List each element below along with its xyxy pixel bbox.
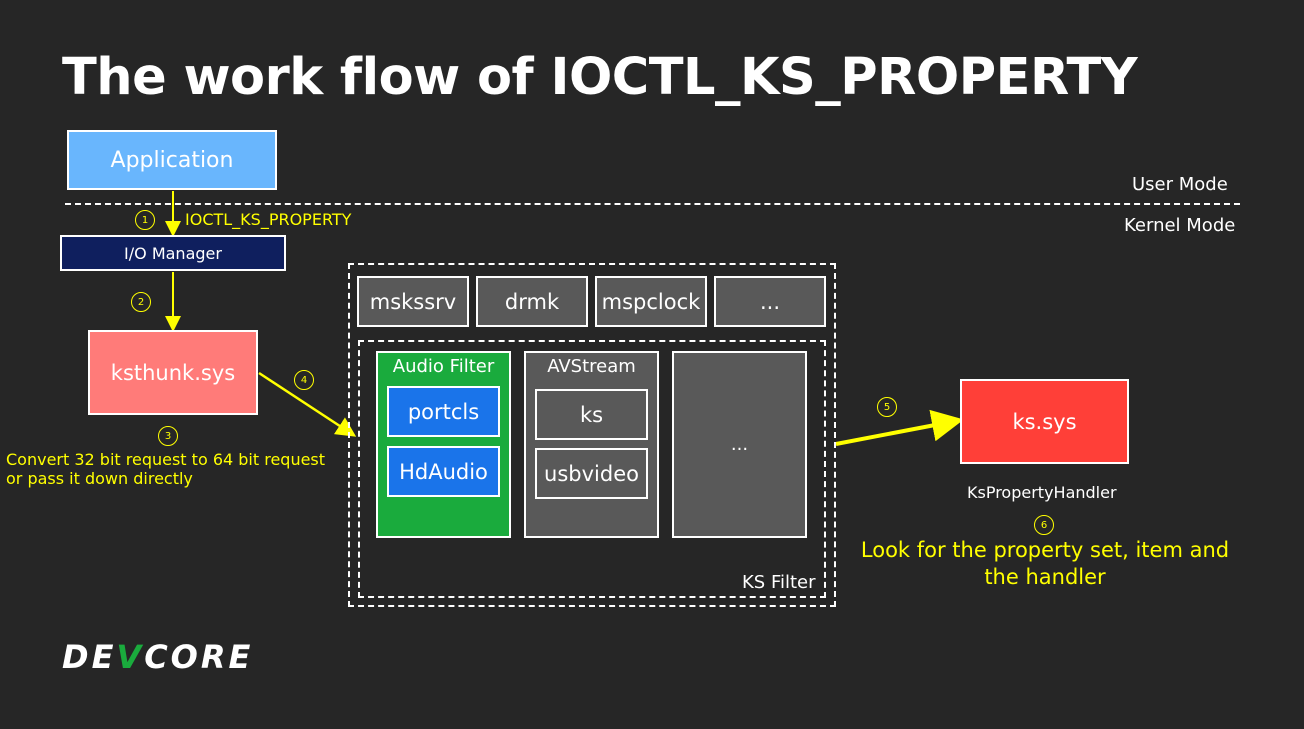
step-3-line-1: Convert 32 bit request to 64 bit request [6, 450, 326, 469]
slide-title: The work flow of IOCTL_KS_PROPERTY [62, 48, 1138, 107]
step-3-line-2: or pass it down directly [6, 469, 193, 488]
driver-group [348, 263, 836, 607]
ks-property-handler-label: KsPropertyHandler [967, 483, 1117, 502]
step-4-badge: 4 [294, 370, 314, 390]
avstream-box: AVStream ks usbvideo [524, 351, 659, 538]
ksthunk-box: ksthunk.sys [88, 330, 258, 415]
minidriver-label: drmk [504, 289, 560, 314]
minidriver-more: ... [714, 276, 826, 327]
kernel-mode-label: Kernel Mode [1124, 215, 1236, 236]
portcls-box: portcls [387, 386, 500, 437]
usbvideo-label: usbvideo [544, 461, 639, 486]
ksthunk-label: ksthunk.sys [110, 360, 236, 385]
logo-part: DE [62, 638, 117, 676]
ks-label: ks [579, 402, 604, 427]
step-6-line-2: the handler [984, 565, 1106, 589]
application-box: Application [67, 130, 277, 190]
audio-filter-box: Audio Filter portcls HdAudio [376, 351, 511, 538]
ks-box: ks [535, 389, 648, 440]
step-5-badge: 5 [877, 397, 897, 417]
step-6-badge: 6 [1034, 515, 1054, 535]
usbvideo-box: usbvideo [535, 448, 648, 499]
hdaudio-box: HdAudio [387, 446, 500, 497]
ks-filter-group [358, 340, 826, 598]
ks-filter-label: KS Filter [742, 572, 816, 593]
ks-sys-box: ks.sys [960, 379, 1129, 464]
step-1-badge: 1 [135, 210, 155, 230]
step-2-badge: 2 [131, 292, 151, 312]
mode-separator [65, 203, 1240, 205]
ks-sys-label: ks.sys [1012, 409, 1077, 434]
logo-check-mark: V [116, 638, 145, 676]
avstream-label: AVStream [547, 356, 636, 377]
step-6-line-1: Look for the property set, item and [860, 538, 1230, 562]
more-filters-box: ... [672, 351, 807, 538]
minidriver-mspclock: mspclock [595, 276, 707, 327]
minidriver-label: mspclock [601, 289, 701, 314]
logo-part: CORE [144, 638, 254, 676]
step-1-label: IOCTL_KS_PROPERTY [185, 210, 352, 229]
arrow-ksfilter-to-kssys [835, 409, 964, 446]
user-mode-label: User Mode [1132, 174, 1228, 195]
arrow-ksthunk-to-ksfilter [258, 371, 357, 437]
hdaudio-label: HdAudio [399, 459, 488, 484]
minidriver-drmk: drmk [476, 276, 588, 327]
io-manager-label: I/O Manager [124, 243, 222, 263]
minidriver-mskssrv: mskssrv [357, 276, 469, 327]
portcls-label: portcls [407, 399, 480, 424]
more-filters-label: ... [730, 434, 749, 455]
step-3-badge: 3 [158, 426, 178, 446]
audio-filter-label: Audio Filter [392, 356, 495, 377]
minidriver-label: mskssrv [369, 289, 457, 314]
io-manager-box: I/O Manager [60, 235, 286, 271]
application-label: Application [110, 147, 234, 173]
minidriver-label: ... [759, 289, 781, 314]
devcore-logo: DEVCORE [62, 638, 253, 676]
